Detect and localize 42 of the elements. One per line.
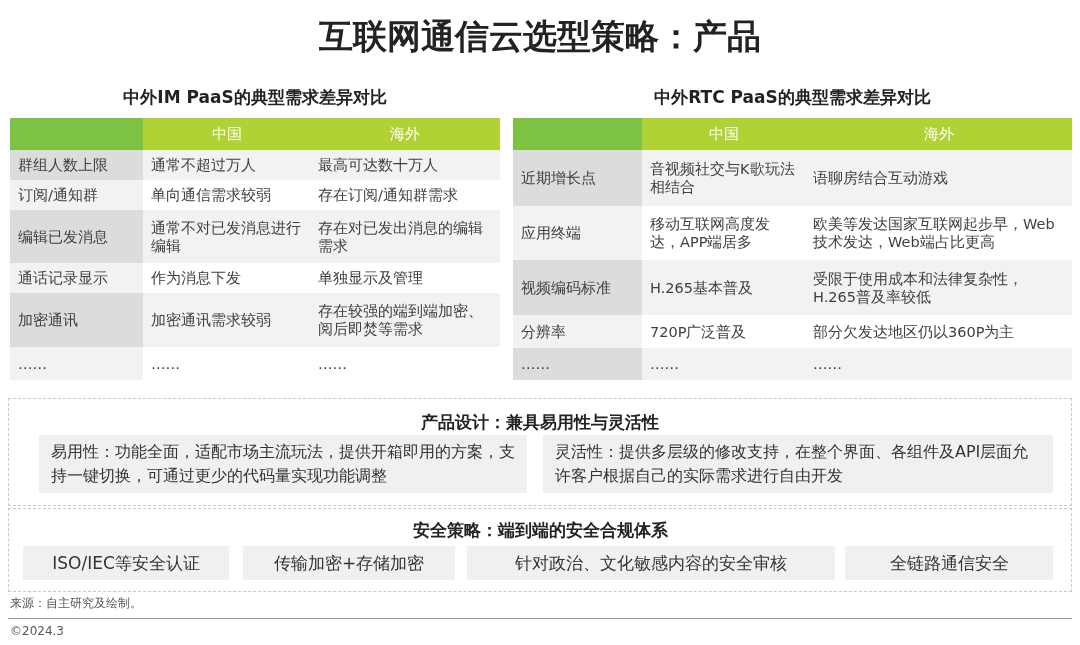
item-box: 全链路通信安全	[845, 546, 1053, 580]
panel-heading: 安全策略：端到端的安全合规体系	[411, 519, 669, 542]
table-cell: 最高可达数十万人	[310, 150, 500, 180]
row-header: 视频编码标准	[513, 260, 642, 315]
table-cell: ……	[805, 348, 1072, 380]
table-cell: 存在较强的端到端加密、阅后即焚等需求	[310, 293, 500, 347]
table-cell: 存在对已发出消息的编辑需求	[310, 210, 500, 263]
row-header: 加密通讯	[10, 293, 143, 347]
table-cell: H.265基本普及	[642, 260, 805, 315]
table-cell: ……	[642, 348, 805, 380]
row-header: 分辨率	[513, 315, 642, 348]
item-box: 传输加密+存储加密	[243, 546, 455, 580]
table-cell: 通常不对已发消息进行编辑	[143, 210, 310, 263]
title: 互联网通信云选型策略：产品	[318, 15, 762, 58]
panel-heading: 产品设计：兼具易用性与灵活性	[420, 411, 660, 434]
table-cell: 受限于使用成本和法律复杂性，H.265普及率较低	[805, 260, 1072, 315]
table-title: 中外IM PaaS的典型需求差异对比	[122, 86, 388, 109]
column-header: 中国	[642, 118, 805, 150]
row-header: ……	[10, 347, 143, 380]
row-header: 群组人数上限	[10, 150, 143, 180]
copyright: ©2024.3	[10, 624, 64, 638]
text-box: 易用性：功能全面，适配市场主流玩法，提供开箱即用的方案，支持一键切换，可通过更少的代码量实现功能调整	[39, 435, 527, 493]
column-header: 中国	[143, 118, 310, 150]
row-header: ……	[513, 348, 642, 380]
row-header: 通话记录显示	[10, 263, 143, 293]
column-header: 海外	[805, 118, 1072, 150]
table-cell: 语聊房结合互动游戏	[805, 150, 1072, 206]
table-cell: 音视频社交与K歌玩法相结合	[642, 150, 805, 206]
table-cell: 加密通讯需求较弱	[143, 293, 310, 347]
row-header: 应用终端	[513, 206, 642, 260]
table-title: 中外RTC PaaS的典型需求差异对比	[653, 86, 932, 109]
text-box: 灵活性：提供多层级的修改支持，在整个界面、各组件及API层面允许客户根据自己的实际需求进行自由开发	[543, 435, 1053, 493]
column-header: 海外	[310, 118, 500, 150]
dashed-panel	[8, 398, 1072, 506]
row-header: 编辑已发消息	[10, 210, 143, 263]
item-box: 针对政治、文化敏感内容的安全审核	[467, 546, 835, 580]
row-header: 订阅/通知群	[10, 180, 143, 210]
item-box: ISO/IEC等安全认证	[23, 546, 229, 580]
source-note: 来源：自主研究及绘制。	[10, 595, 142, 612]
row-header: 近期增长点	[513, 150, 642, 206]
table-cell: 通常不超过万人	[143, 150, 310, 180]
dashed-panel	[8, 508, 1072, 592]
